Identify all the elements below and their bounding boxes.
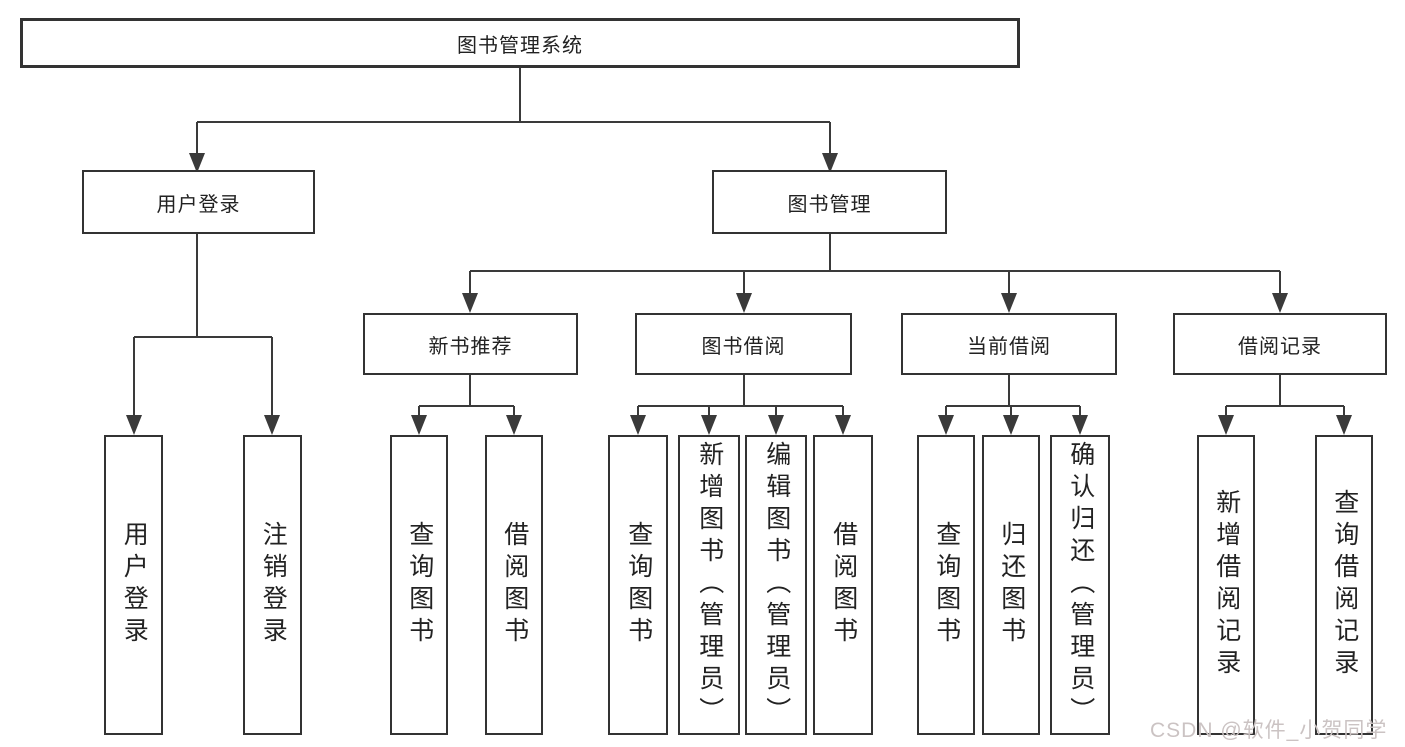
leaf-query-books-borrowing: 查询图书 bbox=[608, 435, 668, 735]
leaf-label: 新增图书（管理员） bbox=[695, 441, 724, 729]
leaf-label: 注销登录 bbox=[259, 521, 288, 649]
node-current-borrowing: 当前借阅 bbox=[901, 313, 1117, 375]
leaf-query-books-current: 查询图书 bbox=[917, 435, 975, 735]
leaf-add-books-admin: 新增图书（管理员） bbox=[678, 435, 740, 735]
leaf-user-login: 用户登录 bbox=[104, 435, 163, 735]
leaf-logout: 注销登录 bbox=[243, 435, 302, 735]
leaf-label: 借阅图书 bbox=[829, 521, 858, 649]
leaf-label: 新增借阅记录 bbox=[1212, 489, 1241, 681]
leaf-label: 归还图书 bbox=[997, 521, 1026, 649]
node-user-login-branch: 用户登录 bbox=[82, 170, 315, 234]
leaf-add-borrow-record: 新增借阅记录 bbox=[1197, 435, 1255, 735]
leaf-label: 查询图书 bbox=[624, 521, 653, 649]
leaf-label: 查询借阅记录 bbox=[1330, 489, 1359, 681]
node-borrowing-records: 借阅记录 bbox=[1173, 313, 1387, 375]
leaf-return-books: 归还图书 bbox=[982, 435, 1040, 735]
leaf-label: 查询图书 bbox=[405, 521, 434, 649]
leaf-query-books-recommend: 查询图书 bbox=[390, 435, 448, 735]
leaf-edit-books-admin: 编辑图书（管理员） bbox=[745, 435, 807, 735]
leaf-label: 编辑图书（管理员） bbox=[762, 441, 791, 729]
leaf-borrow-books-recommend: 借阅图书 bbox=[485, 435, 543, 735]
node-book-borrowing: 图书借阅 bbox=[635, 313, 852, 375]
leaf-label: 用户登录 bbox=[120, 521, 149, 649]
leaf-label: 借阅图书 bbox=[500, 521, 529, 649]
leaf-confirm-return-admin: 确认归还（管理员） bbox=[1050, 435, 1110, 735]
node-new-book-recommendation: 新书推荐 bbox=[363, 313, 578, 375]
leaf-label: 查询图书 bbox=[932, 521, 961, 649]
node-book-management-branch: 图书管理 bbox=[712, 170, 947, 234]
leaf-label: 确认归还（管理员） bbox=[1066, 441, 1095, 729]
leaf-borrow-books: 借阅图书 bbox=[813, 435, 873, 735]
csdn-watermark: CSDN @软件_小贺同学 bbox=[1150, 719, 1388, 742]
node-library-management-system: 图书管理系统 bbox=[20, 18, 1020, 68]
leaf-query-borrow-record: 查询借阅记录 bbox=[1315, 435, 1373, 735]
